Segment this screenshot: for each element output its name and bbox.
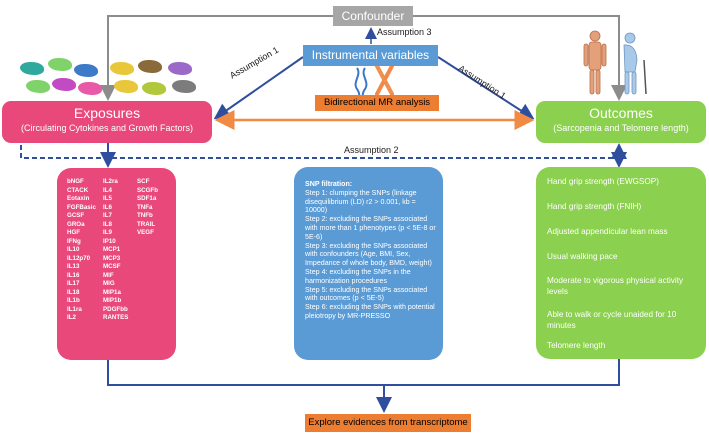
outcome-item: Telomere length (547, 341, 606, 350)
cytokine-name: IL2ra (103, 178, 118, 185)
exposures-title: Exposures (73, 105, 141, 121)
cytokine-name: TNFb (137, 212, 153, 219)
cytokine-name: CTACK (67, 186, 89, 194)
cytokine-name: PDGFbb (103, 305, 128, 313)
cytokine-name: IL17 (67, 280, 80, 287)
outcome-item: Moderate to vigorous physical activity l… (547, 276, 684, 296)
cytokine-name: HGF (67, 229, 81, 236)
snp-filtration-title: SNP filtration: (305, 180, 353, 188)
cytokine-name: GROa (67, 220, 85, 228)
cytokine-name: IL8 (103, 220, 112, 228)
confounder-right-line (413, 15, 627, 101)
cytokine-name: IL5 (103, 195, 112, 202)
snp-step-5: Step 5: excluding the SNPs associated wi… (305, 285, 428, 303)
cytokine-name: MCP3 (103, 254, 121, 262)
cytokine-name: MCP1 (103, 246, 121, 253)
assumption1-left-arrow (213, 56, 304, 120)
human-body-icon (583, 30, 607, 95)
exposures-subtitle: (Circulating Cytokines and Growth Factor… (20, 123, 194, 133)
cytokine-name: IL12p70 (67, 254, 91, 262)
cytokine-name: IL2 (67, 314, 76, 321)
snp-step-4: Step 4: excluding the SNPs in the harmon… (305, 267, 411, 285)
outcome-item: Hand grip strength (EWGSOP) (547, 177, 659, 186)
outcome-item: Usual walking pace (547, 252, 618, 261)
snp-step-3: Step 3: excluding the SNPs associated wi… (305, 241, 432, 268)
outcome-list-box: Hand grip strength (EWGSOP) Hand grip st… (536, 167, 706, 359)
cytokine-name: IFNg (67, 237, 81, 245)
cytokine-name: IL7 (103, 212, 112, 219)
cytokine-name: SCF (137, 178, 150, 185)
cytokine-name: IL13 (67, 263, 80, 270)
outcomes-box: Outcomes (Sarcopenia and Telomere length… (536, 101, 706, 143)
snp-step-6: Step 6: excluding the SNPs with potentia… (305, 303, 435, 320)
bidirectional-mr-box: Bidirectional MR analysis (315, 95, 439, 111)
outcome-item: Adjusted appendicular lean mass (547, 227, 668, 236)
assumption1-right-arrow (437, 56, 535, 120)
cytokine-name: IL4 (103, 186, 112, 194)
cytokine-name: SCGFb (137, 186, 158, 194)
cytokine-name: MIG (103, 280, 115, 287)
instrumental-variables-box: Instrumental variables (303, 45, 438, 66)
assumption2-label: Assumption 2 (344, 145, 399, 155)
cytokine-name: IL1b (67, 297, 80, 304)
cytokine-name: FGFBasic (67, 203, 96, 211)
cytokine-name: Eotaxin (67, 195, 90, 202)
cytokine-name: RANTES (103, 314, 129, 321)
outcome-item: Able to walk or cycle unaided for 10 min… (547, 310, 677, 330)
cytokine-name: TNFa (137, 203, 153, 211)
assumption3-label: Assumption 3 (377, 27, 432, 37)
cytokine-name: IL18 (67, 288, 80, 296)
explore-transcriptome-box: Explore evidences from transcriptome (305, 414, 471, 432)
cytokine-name: MCSF (103, 263, 121, 270)
cytokine-name: MIP1b (103, 297, 122, 304)
cytokine-name: VEGF (137, 229, 154, 236)
exposures-box: Exposures (Circulating Cytokines and Gro… (2, 101, 212, 143)
cytokine-name: bNGF (67, 178, 84, 185)
cytokine-name: IL6 (103, 203, 112, 211)
elderly-person-icon (623, 32, 647, 95)
snp-step-2: Step 2: excluding the SNPs associated wi… (305, 215, 436, 241)
outcomes-subtitle: (Sarcopenia and Telomere length) (553, 123, 689, 133)
cytokine-name: IL9 (103, 229, 112, 236)
cytokine-molecules-icon (18, 56, 208, 100)
bottom-right-line (384, 359, 620, 386)
cytokine-name: TRAIL (137, 220, 156, 228)
cytokine-name: MIF (103, 271, 114, 279)
cytokine-name: IL10 (67, 246, 80, 253)
cytokine-name: IL1ra (67, 305, 82, 313)
confounder-left-line (100, 15, 333, 101)
outcomes-title: Outcomes (589, 105, 653, 121)
cytokine-name: IP10 (103, 237, 116, 245)
assumption2-dashed-line (20, 143, 627, 159)
confounder-box: Confounder (333, 6, 413, 26)
outcome-item: Hand grip strength (FNIH) (547, 202, 642, 211)
snp-step-1: Step 1: clumping the SNPs (linkage diseq… (305, 188, 417, 215)
cytokine-name: GCSF (67, 212, 85, 219)
bottom-left-line (107, 360, 384, 386)
cytokine-name: MIP1a (103, 288, 121, 296)
snp-filtration-box: SNP filtration: Step 1: clumping the SNP… (294, 167, 443, 360)
cytokine-name: SDF1a (137, 195, 157, 202)
cytokine-name: IL16 (67, 271, 80, 279)
